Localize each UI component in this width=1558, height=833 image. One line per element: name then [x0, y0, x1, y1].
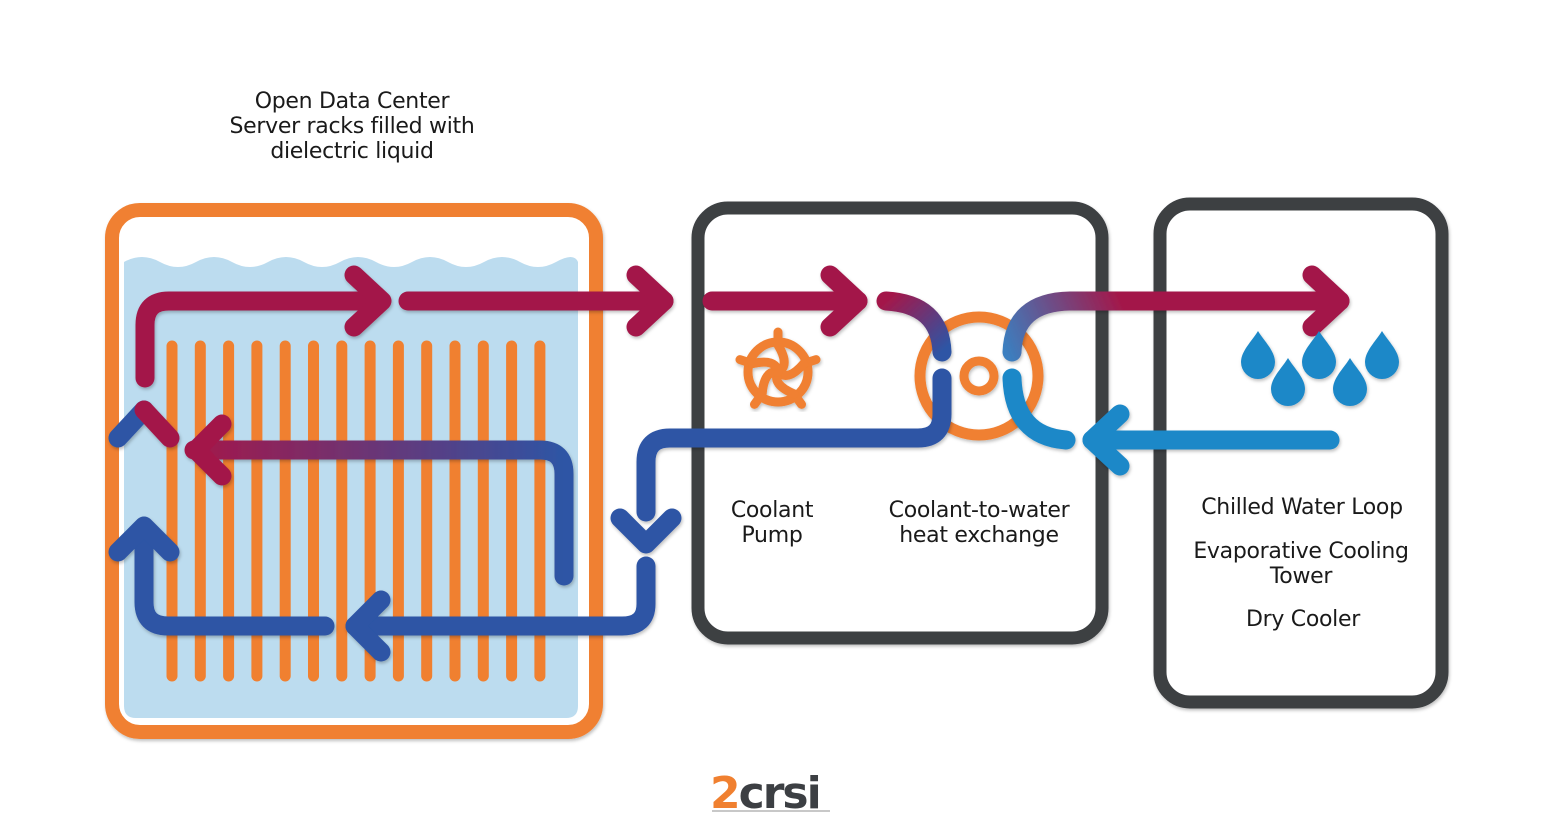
- water-hx-arc-hot: [1002, 291, 1350, 362]
- water-hx-arc-cold: [1002, 368, 1076, 450]
- cold-arrowhead: [610, 508, 682, 554]
- heat-exchanger-label-line: heat exchange: [899, 523, 1059, 548]
- cold-arrowhead: [345, 590, 391, 662]
- coolant-hx-arc-cold: [636, 368, 952, 522]
- hot-arrowhead: [186, 414, 232, 486]
- immersion-tank: [105, 203, 603, 739]
- heat-exchanger-icon: [914, 311, 1044, 441]
- water-drops-icon: [1241, 331, 1399, 406]
- cooling-option-evaporative: Evaporative Cooling Tower: [1193, 539, 1409, 589]
- water-drop: [1302, 331, 1336, 379]
- logo-suffix: crsi: [738, 768, 822, 819]
- cold-arrowhead: [108, 516, 180, 562]
- brand-logo: 2crsi: [710, 772, 822, 816]
- internal-flow-loop: [184, 440, 574, 586]
- water-drop: [1365, 331, 1399, 379]
- tank-title: Open Data Center Server racks filled wit…: [229, 89, 474, 164]
- tank-title-line: dielectric liquid: [270, 139, 434, 164]
- pump-impeller-icon: [735, 327, 821, 409]
- pump-blade: [747, 357, 783, 377]
- water-drop: [1241, 331, 1275, 379]
- hot-arrowhead: [344, 265, 392, 337]
- flow-lines: [108, 265, 1350, 662]
- hot-arrowhead: [820, 265, 868, 337]
- cooling-option-chilled-water: Chilled Water Loop: [1201, 495, 1403, 520]
- pump-label: Coolant Pump: [730, 498, 814, 548]
- coolant-hx-arc-hot: [876, 291, 952, 362]
- cooling-option-line: Chilled Water Loop: [1201, 495, 1403, 520]
- cooling-option-dry-cooler: Dry Cooler: [1246, 607, 1360, 632]
- water-drop: [1271, 358, 1305, 406]
- heat-exchanger-label-line: Coolant-to-water: [888, 498, 1070, 523]
- hot-arrowhead: [1302, 265, 1350, 337]
- cold-return-flow: [345, 556, 656, 636]
- hot-flow-tank-top: [135, 291, 390, 388]
- tank-title-line: Open Data Center: [254, 89, 450, 114]
- cold-water-arrowhead: [1082, 404, 1130, 476]
- logo-underline: [712, 810, 830, 812]
- tank-title-line: Server racks filled with: [229, 114, 475, 139]
- logo-prefix: 2: [710, 768, 741, 819]
- cooling-option-line: Dry Cooler: [1246, 607, 1360, 632]
- water-drop: [1333, 358, 1367, 406]
- heat-exchanger-label: Coolant-to-water heat exchange: [889, 498, 1070, 548]
- cooling-option-line: Tower: [1269, 564, 1333, 589]
- cooling-source-box: [1153, 197, 1449, 709]
- pump-label-line: Pump: [741, 523, 803, 548]
- cold-flow-tank-bottom: [134, 520, 335, 636]
- hot-arrowhead: [626, 265, 674, 337]
- mixed-arrowhead: [134, 400, 180, 448]
- dielectric-liquid: [124, 257, 578, 718]
- cooling-option-line: Evaporative Cooling: [1193, 539, 1409, 564]
- pump-label-line: Coolant: [730, 498, 814, 523]
